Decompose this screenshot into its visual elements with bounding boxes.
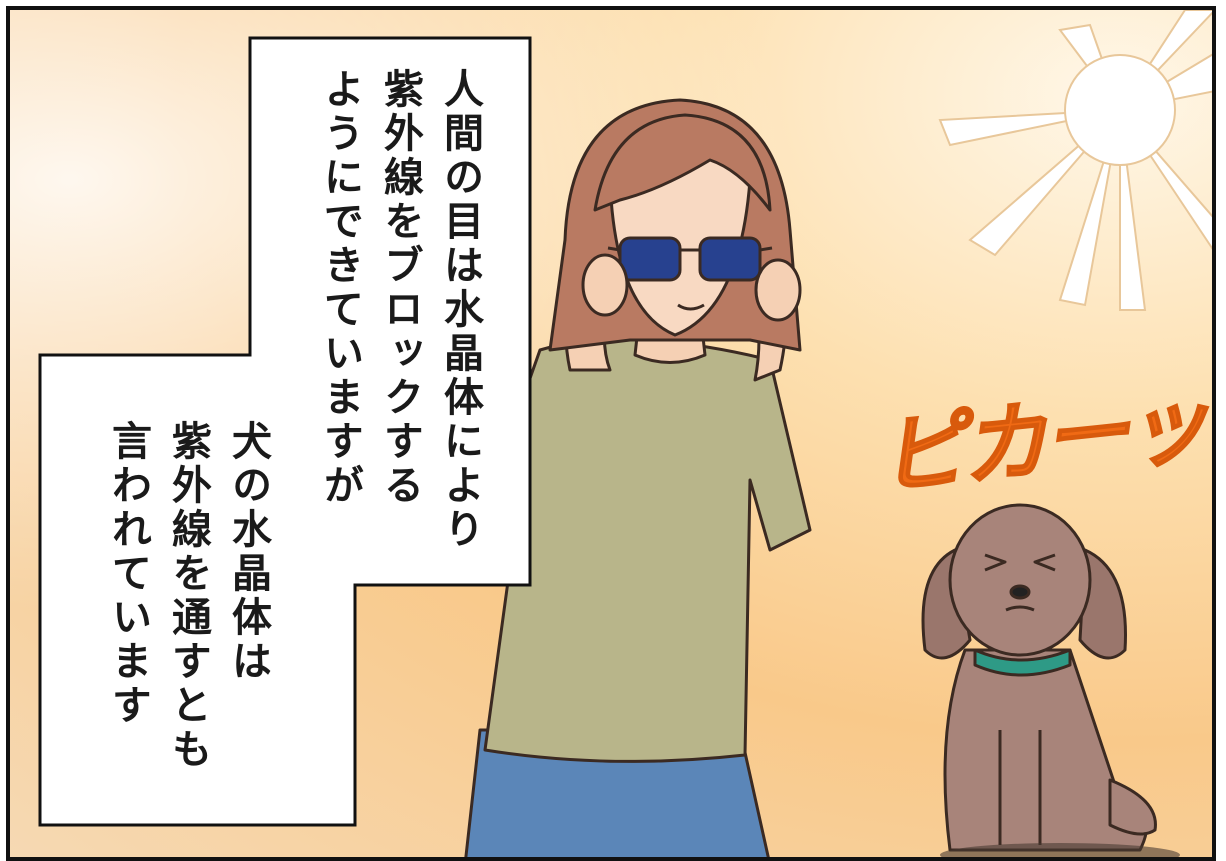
dog-collar — [973, 648, 1072, 677]
comic-panel: 人間の目は水晶体により 紫外線をブロックする ようにできていますが 犬の水晶体は… — [6, 6, 1216, 861]
caption-lower-line-3: 言われています — [105, 420, 152, 728]
caption-lower-line-2: 紫外線を通すとも — [165, 420, 212, 772]
caption-upper: 人間の目は水晶体により 紫外線をブロックする ようにできていますが — [310, 68, 490, 552]
woman-figure — [464, 98, 812, 857]
caption-box-shape — [38, 36, 532, 827]
caption-upper-line-1: 人間の目は水晶体により — [437, 68, 484, 552]
sunglasses-icon — [607, 236, 773, 282]
caption-lower-line-1: 犬の水晶体は — [225, 420, 272, 684]
dog-figure — [921, 503, 1180, 857]
illustration — [38, 10, 1212, 857]
dog-head — [948, 503, 1092, 657]
caption-upper-line-2: 紫外線をブロックする — [377, 68, 424, 508]
sun-icon — [938, 10, 1212, 311]
caption-upper-line-3: ようにできていますが — [317, 68, 364, 508]
caption-lower: 犬の水晶体は 紫外線を通すとも 言われています — [98, 420, 278, 772]
